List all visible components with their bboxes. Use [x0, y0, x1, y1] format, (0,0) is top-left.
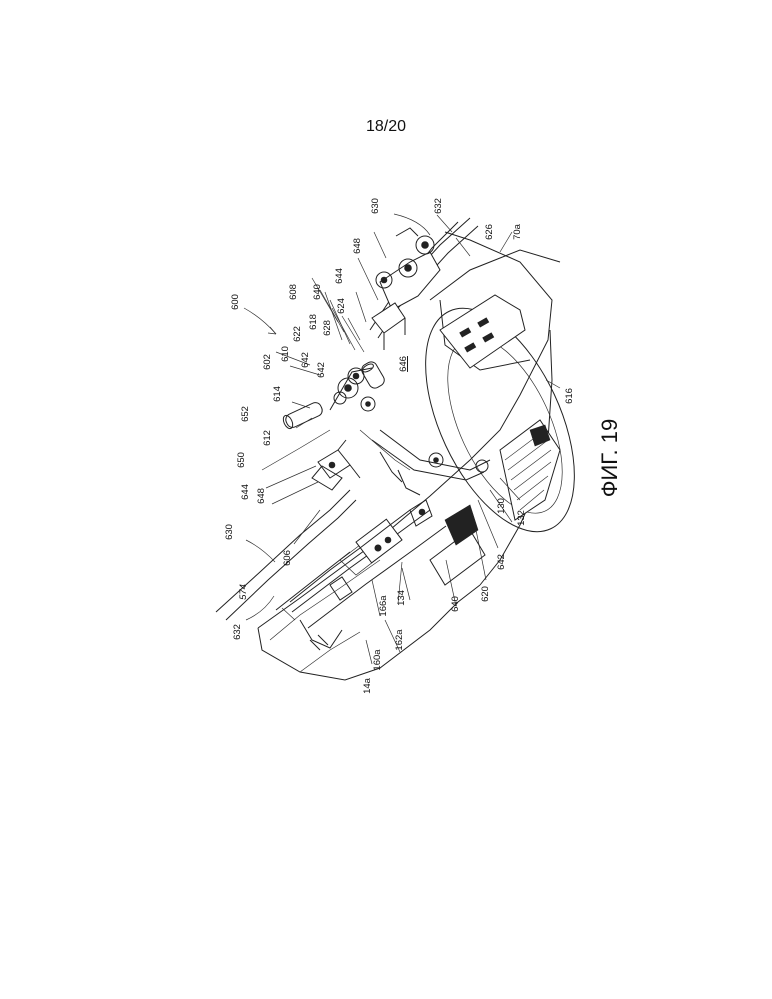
ref-642-mid: 642 [496, 554, 507, 570]
fin-panel [500, 420, 560, 520]
ref-134: 134 [396, 590, 407, 606]
ref-160a: 160a [372, 649, 383, 671]
ref-602: 602 [262, 354, 273, 370]
ref-646: 646 [398, 356, 409, 372]
ref-70a: 70a [512, 223, 523, 240]
ref-642-left: 642 [316, 362, 327, 378]
ref-616: 616 [564, 388, 575, 404]
lower-block [430, 505, 485, 585]
ref-574: 574 [238, 584, 249, 600]
ref-642-top: 642 [300, 352, 311, 368]
clamp-left [312, 440, 360, 490]
ref-608: 608 [288, 284, 299, 300]
ref-618: 618 [308, 314, 319, 330]
ref-600: 600 [230, 294, 241, 310]
ref-130: 130 [496, 498, 507, 514]
mid-bracket [372, 303, 405, 350]
ref-632-left: 632 [232, 624, 243, 640]
ref-650: 650 [236, 452, 247, 468]
ref-624: 624 [336, 298, 347, 314]
ref-644-left: 644 [240, 484, 251, 500]
ref-622: 622 [292, 326, 303, 342]
ref-606: 606 [282, 550, 293, 566]
ref-630-top: 630 [370, 198, 381, 214]
ref-640-top: 640 [312, 284, 323, 300]
ref-632-top: 632 [433, 198, 444, 214]
ref-640-bottom: 640 [450, 596, 461, 612]
ref-626: 626 [484, 224, 495, 240]
ref-612: 612 [262, 430, 273, 446]
ref-652: 652 [240, 406, 251, 422]
ref-620: 620 [480, 586, 491, 602]
pulley-bracket [376, 228, 440, 310]
ref-166a: 166a [378, 595, 389, 617]
ref-162a: 162a [394, 629, 405, 651]
ref-630-left: 630 [224, 524, 235, 540]
ref-644-top: 644 [334, 268, 345, 284]
ref-14a: 14a [362, 677, 373, 694]
ref-614: 614 [272, 386, 283, 402]
ref-628: 628 [322, 320, 333, 336]
ref-610: 610 [280, 346, 291, 362]
cylinder-assembly [292, 510, 446, 650]
post-652 [281, 401, 324, 430]
ref-132: 132 [516, 510, 527, 526]
ref-648-top: 648 [352, 238, 363, 254]
ref-648-left: 648 [256, 488, 267, 504]
